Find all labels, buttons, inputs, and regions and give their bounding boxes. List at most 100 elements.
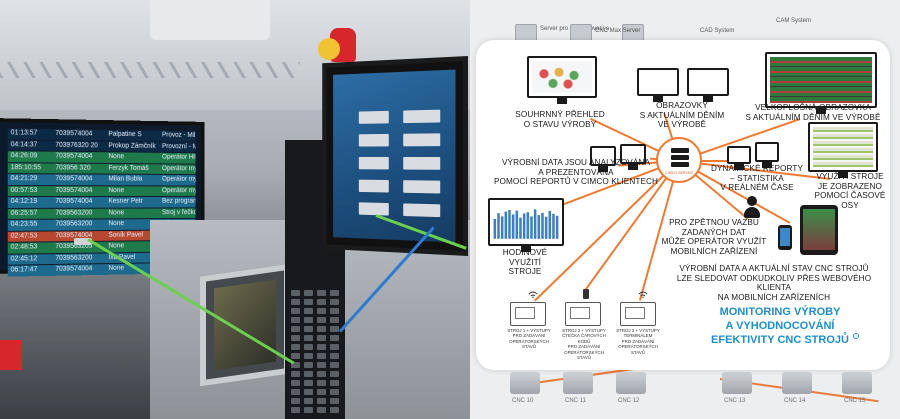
hourly-bar xyxy=(511,214,515,239)
board-cell: None xyxy=(108,186,125,194)
board-cell: 02:48:53 xyxy=(10,243,38,251)
cnc-machine-icon xyxy=(616,372,646,394)
hp-logo xyxy=(74,238,92,245)
panel-button xyxy=(304,317,313,323)
board-cell: 06:25:57 xyxy=(10,209,38,217)
board-cell: 7039563200 xyxy=(55,209,93,217)
panel-button xyxy=(291,299,300,305)
hourly-bar xyxy=(530,216,533,239)
panel-button xyxy=(291,326,300,332)
cnc-machine-label: CNC 15 xyxy=(844,398,866,404)
panel-button xyxy=(304,389,313,395)
smartphone-icon xyxy=(778,225,792,250)
panel-button xyxy=(317,371,326,377)
monitor-stand xyxy=(521,246,531,252)
hmi-menu-tile xyxy=(358,133,389,147)
cnc-machine-icon xyxy=(722,372,752,394)
hourly-utilization-chart xyxy=(493,209,559,239)
hmi-menu-tile xyxy=(403,203,441,218)
large-screen-content xyxy=(770,57,872,103)
panel-button xyxy=(304,344,313,350)
panel-button xyxy=(330,353,339,359)
board-cell: Ferzyk Tomáš xyxy=(108,164,149,172)
board-cell: Provozní - Milling xyxy=(162,142,196,151)
panel-button xyxy=(330,398,339,404)
board-cell: 7039574004 xyxy=(55,197,93,205)
cnc-machine-label: CNC 11 xyxy=(565,398,586,404)
monitor-stand xyxy=(598,166,608,172)
monitor-stand xyxy=(762,162,772,168)
board-cell: 7039574004 xyxy=(55,152,93,160)
machine-1-terminal xyxy=(510,302,546,326)
client-monitor-2 xyxy=(620,144,646,170)
panel-button xyxy=(330,299,339,305)
panel-button xyxy=(330,308,339,314)
panel-button xyxy=(317,290,326,296)
panel-button xyxy=(304,326,313,332)
hmi-menu-tile xyxy=(358,202,389,216)
panel-button xyxy=(330,380,339,386)
tablet-icon xyxy=(800,205,838,255)
machine-3-terminal xyxy=(620,302,656,326)
hourly-bar xyxy=(537,215,541,239)
panel-button xyxy=(330,335,339,341)
board-cell: Operátor mystem xyxy=(162,175,196,183)
wifi-icon xyxy=(638,291,648,298)
cnc-machine-door xyxy=(200,263,290,387)
board-cell: 04:12:19 xyxy=(10,197,38,205)
hourly-bar xyxy=(555,215,559,239)
terminal-3-caption: STROJ 3 + VÝSTUPY TERMINÁLEM PRO ZADÁVÁN… xyxy=(616,328,660,355)
panel-button xyxy=(330,407,339,413)
board-cell: 7039563200 xyxy=(55,254,93,262)
board-cell: Operátor mystem xyxy=(162,164,196,172)
board-cell: 02:47:53 xyxy=(10,232,38,240)
panel-button xyxy=(291,308,300,314)
panel-button xyxy=(317,407,326,413)
cnc-max-label: CNC Max Server xyxy=(595,28,641,34)
board-cell: Stroj v řečkování xyxy=(162,208,196,216)
panel-button xyxy=(304,308,313,314)
machine-window xyxy=(214,279,276,371)
label-dynamic-reports: DYNAMICKÉ REPORTY – STATISTIKA V REÁLNÉM… xyxy=(710,164,804,193)
panel-button xyxy=(317,353,326,359)
hmi-menu-tile xyxy=(403,109,441,124)
board-cell: Operátor Hlídač xyxy=(162,153,196,161)
panel-button xyxy=(291,380,300,386)
cnc-machine-icon xyxy=(782,372,812,394)
board-cell: Operátor mystem xyxy=(162,186,196,194)
board-cell: 7039574004 xyxy=(55,186,93,194)
terminal-2-caption: STROJ 2 + VÝSTUPY ČTEČKA ČÁROVÝCH KÓDŮ P… xyxy=(562,328,606,361)
hourly-bar xyxy=(544,216,548,239)
cnc-machine-icon xyxy=(842,372,872,394)
board-cell: Provoz - Milling xyxy=(162,131,196,140)
cnc-machine-label: CNC 14 xyxy=(784,398,806,404)
hourly-bar xyxy=(515,210,519,239)
board-cell: Bez programu xyxy=(162,197,196,205)
label-analysis: VÝROBNÍ DATA JSOU ANALYZOVÁNA A PREZENTO… xyxy=(493,158,659,187)
terminal-1-caption: STROJ 1 + VÝSTUPY PRO ZADÁVÁNÍ OPERÁTORS… xyxy=(507,328,551,350)
hourly-chart-monitor xyxy=(488,198,564,252)
panel-button xyxy=(291,389,300,395)
cnc-control-panel xyxy=(285,140,345,419)
yellow-signal-light xyxy=(318,38,340,60)
cnc-machine-label: CNC 12 xyxy=(618,398,640,404)
panel-button xyxy=(330,362,339,368)
overview-monitor xyxy=(527,56,597,104)
hmi-menu-tile xyxy=(358,179,389,193)
panel-button xyxy=(330,326,339,332)
panel-button xyxy=(317,326,326,332)
board-cell: 04:21:29 xyxy=(10,175,38,183)
panel-button xyxy=(330,344,339,350)
board-cell: 00:57:53 xyxy=(10,186,38,194)
hourly-bar xyxy=(533,209,537,239)
panel-button xyxy=(304,290,313,296)
hourly-bar xyxy=(526,212,530,239)
cimco-server-node: CIMCO SERVER xyxy=(656,137,702,183)
monitor-stand xyxy=(734,164,744,170)
hmi-menu-tile xyxy=(403,180,441,194)
